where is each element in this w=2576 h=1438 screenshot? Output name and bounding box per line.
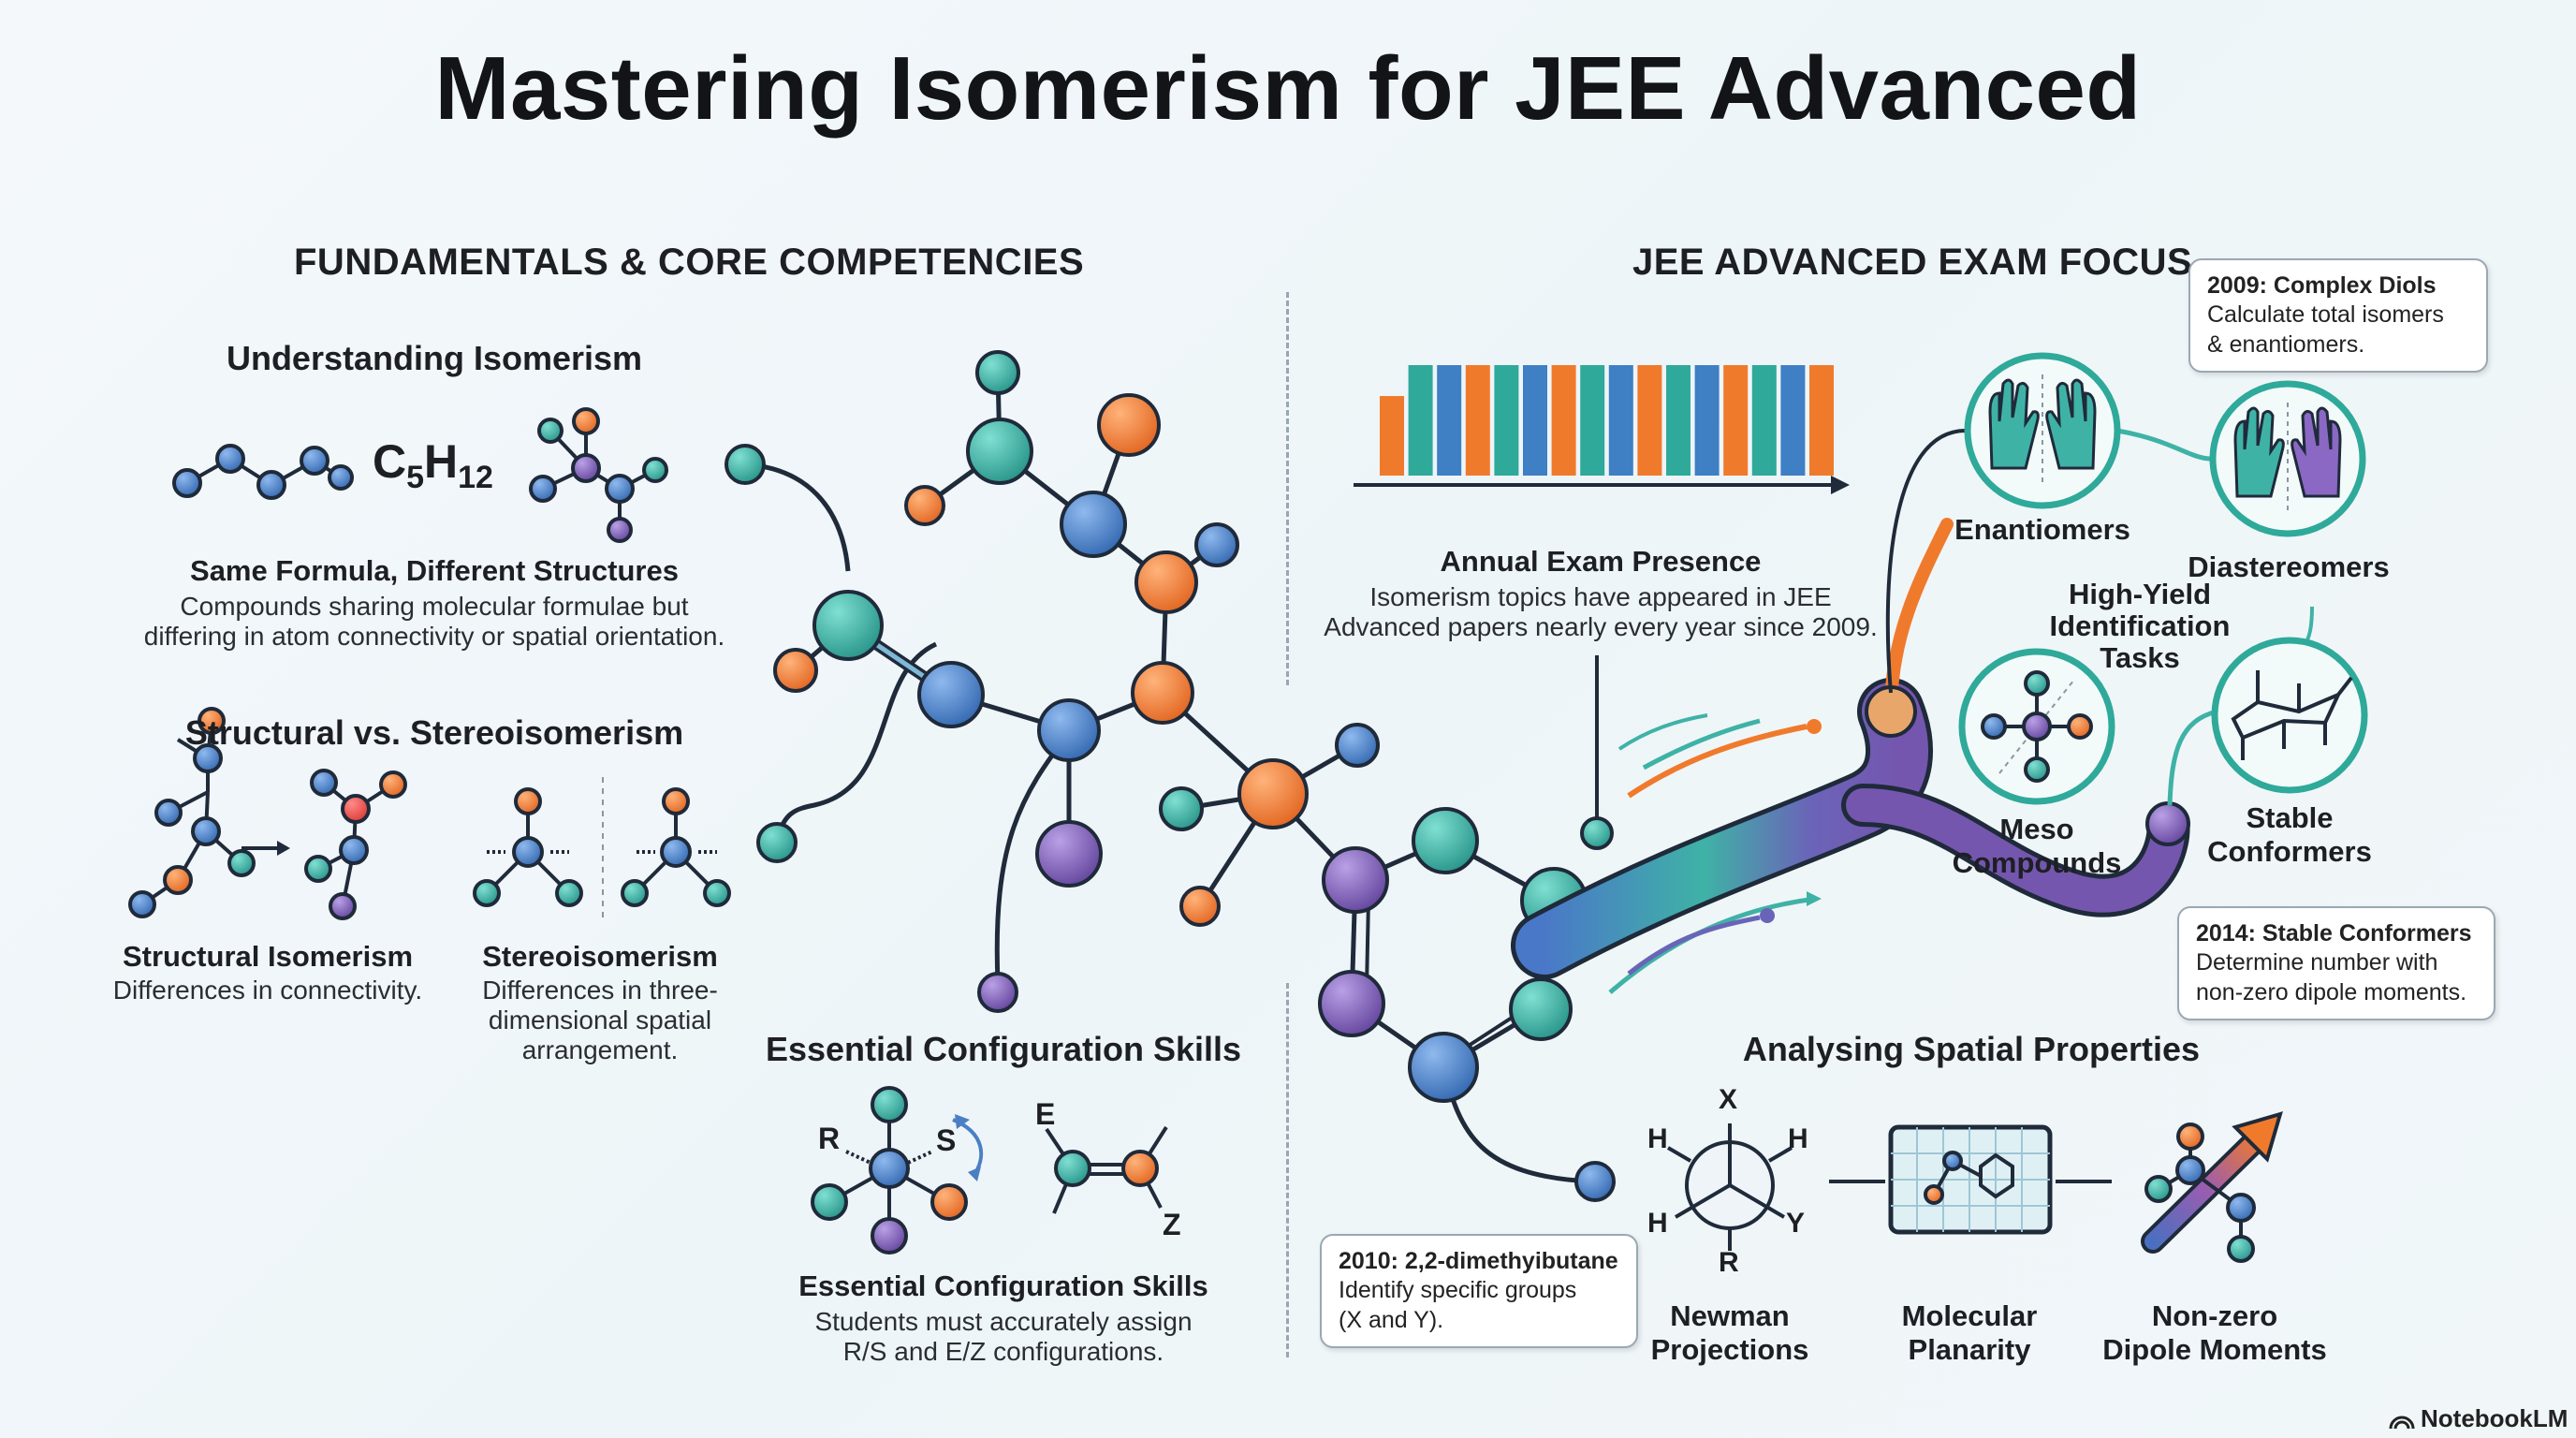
structural-isomerism-desc: Differences in connectivity.	[112, 976, 423, 1005]
ez-double-bond-icon	[1045, 1125, 1168, 1214]
presence-bar	[1723, 365, 1749, 476]
dipole-moment-icon	[2141, 1111, 2283, 1263]
planarity-label: Molecular Planarity	[1901, 1299, 2038, 1366]
presence-bar	[1751, 365, 1777, 476]
understanding-heading: Understanding Isomerism	[226, 339, 643, 377]
enantiomers-label: Enantiomers	[1954, 513, 2130, 546]
chair-conformation-icon	[2231, 670, 2353, 760]
branched-molecule-icon	[529, 407, 668, 543]
stable-ribbon-link	[2167, 709, 2217, 806]
presence-bar	[1494, 365, 1519, 476]
presence-bar	[1780, 365, 1806, 476]
dipole-label: Non-zero Dipole Moments	[2102, 1299, 2327, 1366]
structural-vs-stereo-heading: Structural vs. Stereoisomerism	[184, 713, 684, 752]
newman-h1-label: H	[1647, 1123, 1668, 1154]
enantiomer-diastereomer-link	[2116, 428, 2212, 462]
presence-bar	[1580, 365, 1605, 476]
rs-chirality-icon	[811, 1086, 984, 1255]
label-s: S	[936, 1123, 957, 1157]
central-molecule-atoms	[724, 350, 1616, 1202]
newman-label: Newman Projections	[1650, 1299, 1809, 1366]
config-skills-subheading: Essential Configuration Skills	[798, 1269, 1208, 1302]
newman-h2-label: H	[1788, 1123, 1808, 1154]
annual-heading: Annual Exam Presence	[1440, 545, 1762, 578]
meso-compounds-label: Meso Compounds	[1952, 813, 2122, 879]
notebooklm-logo-icon	[2389, 1416, 2415, 1430]
spatial-heading: Analysing Spatial Properties	[1742, 1030, 2201, 1068]
molecular-formula: C5H12	[373, 435, 493, 495]
page-title: Mastering Isomerism for JEE Advanced	[434, 38, 2142, 139]
understanding-subheading: Same Formula, Different Structures	[190, 554, 679, 587]
stereoisomer-a-icon	[473, 787, 583, 907]
diastereomers-circle	[2209, 380, 2366, 537]
presence-bar	[1523, 365, 1547, 476]
stereoisomer-b-icon	[621, 787, 731, 907]
flow-ribbon	[1511, 518, 2190, 994]
structural-isomer-b-icon	[304, 769, 407, 920]
enantiomer-connector	[1885, 429, 1967, 694]
high-yield-tasks-label: High-Yield Identification Tasks	[2049, 578, 2231, 675]
presence-bar	[1608, 365, 1633, 476]
annual-connector	[1580, 655, 1614, 850]
newman-r-label: R	[1719, 1247, 1739, 1278]
purple-glove-icon	[2291, 406, 2342, 498]
right-section-title: JEE ADVANCED EXAM FOCUS	[1632, 242, 2193, 283]
understanding-body: Compounds sharing molecular formulae but…	[143, 592, 725, 652]
structural-isomer-a-icon	[128, 707, 256, 918]
meso-circle	[1958, 648, 2115, 805]
left-glove-icon	[1988, 378, 2040, 470]
presence-bar	[1666, 365, 1690, 476]
enantiomers-circle	[1964, 352, 2121, 509]
stable-conformers-label: Stable Conformers	[2207, 801, 2372, 868]
left-section-title: FUNDAMENTALS & CORE COMPETENCIES	[294, 242, 1085, 283]
column-divider-top	[1286, 292, 1289, 685]
config-skills-body: Students must accurately assign R/S and …	[814, 1307, 1193, 1367]
label-e: E	[1035, 1097, 1056, 1131]
presence-bar	[1809, 365, 1834, 476]
newman-h3-label: H	[1647, 1208, 1668, 1239]
annual-presence-bar-chart	[1380, 365, 1834, 476]
annual-body: Isomerism topics have appeared in JEE Ad…	[1324, 582, 1878, 642]
presence-bar	[1437, 365, 1462, 476]
newman-x-label: X	[1719, 1084, 1738, 1115]
presence-bar	[1408, 365, 1433, 476]
column-divider-bottom	[1286, 983, 1289, 1357]
presence-bar	[1551, 365, 1576, 476]
chain-molecule-icon	[172, 444, 354, 500]
label-r: R	[818, 1122, 841, 1155]
callout-2014: 2014: Stable Conformers Determine number…	[2177, 906, 2496, 1020]
diastereomers-label: Diastereomers	[2188, 550, 2390, 583]
callout-2010: 2010: 2,2-dimethyibutane Identify specif…	[1320, 1234, 1638, 1348]
timeline-arrow	[1354, 476, 1850, 494]
brand-label: NotebookLM	[2421, 1404, 2569, 1432]
presence-bar	[1380, 396, 1404, 476]
stable-conformers-circle	[2211, 637, 2368, 794]
presence-bar	[1637, 365, 1662, 476]
presence-bar	[1465, 365, 1490, 476]
newman-y-label: Y	[1786, 1208, 1806, 1239]
stereoisomerism-desc: Differences in three- dimensional spatia…	[482, 976, 718, 1065]
stereoisomerism-label: Stereoisomerism	[482, 940, 718, 973]
structural-arrow-icon	[242, 841, 290, 856]
right-glove-icon	[2045, 378, 2097, 470]
presence-bar	[1694, 365, 1720, 476]
newman-projection-icon	[1666, 1123, 1793, 1251]
config-skills-heading: Essential Configuration Skills	[765, 1030, 1242, 1068]
molecular-planarity-icon	[1888, 1124, 2053, 1235]
teal-glove-icon	[2233, 406, 2285, 498]
structural-isomerism-label: Structural Isomerism	[122, 940, 414, 973]
label-z: Z	[1163, 1208, 1181, 1241]
callout-2009: 2009: Complex Diols Calculate total isom…	[2188, 258, 2488, 373]
